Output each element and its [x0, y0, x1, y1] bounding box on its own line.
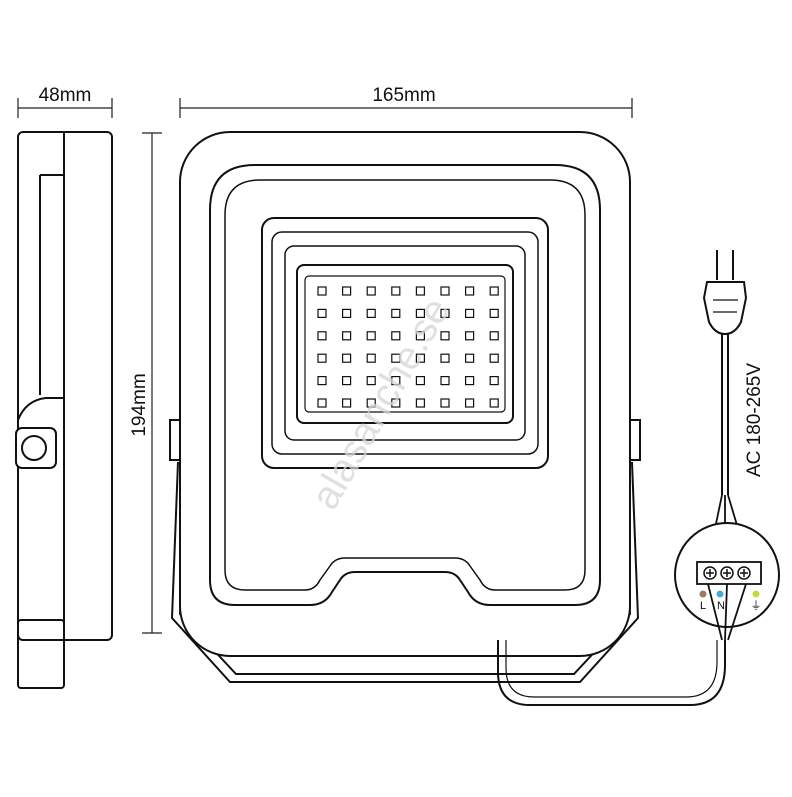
led-chip	[440, 376, 450, 386]
led-chip	[440, 353, 450, 363]
led-chip	[440, 286, 450, 296]
terminal-label-earth: ⏚	[751, 599, 762, 612]
lens-frame-middle	[271, 231, 539, 455]
led-chip	[440, 308, 450, 318]
led-chip	[342, 331, 352, 341]
led-chip	[366, 376, 376, 386]
led-chip	[465, 398, 475, 408]
led-chip	[489, 353, 499, 363]
lens-frame-inner	[284, 245, 526, 441]
led-chip	[366, 308, 376, 318]
led-chip	[366, 286, 376, 296]
power-rating-label: AC 180-265V	[744, 363, 765, 477]
side-view	[17, 131, 113, 689]
led-chip	[317, 308, 327, 318]
led-chip	[465, 353, 475, 363]
led-chip	[342, 308, 352, 318]
led-chip	[317, 286, 327, 296]
led-chip	[342, 353, 352, 363]
height-label: 194mm	[129, 373, 150, 436]
led-chip	[415, 376, 425, 386]
led-chip	[415, 308, 425, 318]
led-chip	[391, 353, 401, 363]
width-dimension	[179, 98, 633, 118]
led-chip	[391, 376, 401, 386]
terminal-dot-live	[699, 590, 707, 598]
led-chip	[440, 398, 450, 408]
terminal-dots	[699, 590, 760, 598]
depth-dimension	[17, 98, 113, 118]
width-label: 165mm	[372, 85, 435, 106]
cord-lower	[707, 583, 747, 641]
led-chip	[391, 308, 401, 318]
side-cable-gland	[15, 427, 57, 469]
led-chip	[465, 331, 475, 341]
power-cable	[497, 640, 726, 706]
terminal-label-live: L	[700, 600, 706, 612]
height-dimension	[142, 132, 162, 634]
terminal-dot-neutral	[716, 590, 724, 598]
led-chip	[317, 398, 327, 408]
led-chip	[342, 286, 352, 296]
led-grid	[317, 286, 499, 408]
housing-outer	[179, 131, 631, 657]
led-chip	[489, 308, 499, 318]
led-chip	[317, 331, 327, 341]
lens-frame-outer	[261, 217, 549, 469]
led-panel	[296, 264, 514, 424]
terminal-dot-earth	[752, 590, 760, 598]
led-chip	[391, 398, 401, 408]
housing-inner-frame-2	[224, 179, 586, 591]
housing-inner-frame	[209, 164, 601, 606]
led-chip	[391, 286, 401, 296]
led-chip	[489, 286, 499, 296]
led-board	[304, 275, 506, 413]
led-chip	[415, 398, 425, 408]
power-plug	[702, 250, 748, 336]
led-chip	[317, 353, 327, 363]
led-chip	[440, 331, 450, 341]
led-chip	[489, 376, 499, 386]
terminal-block	[696, 561, 762, 585]
led-chip	[465, 376, 475, 386]
led-chip	[317, 376, 327, 386]
led-chip	[342, 376, 352, 386]
led-chip	[415, 331, 425, 341]
led-chip	[391, 331, 401, 341]
terminal-label-neutral: N	[717, 600, 725, 612]
terminal-screws	[703, 566, 751, 580]
led-chip	[366, 398, 376, 408]
led-chip	[465, 308, 475, 318]
led-chip	[415, 286, 425, 296]
power-cable-inner	[505, 640, 718, 698]
led-chip	[342, 398, 352, 408]
led-chip	[366, 331, 376, 341]
led-chip	[366, 353, 376, 363]
cord-upper	[721, 334, 729, 495]
led-chip	[465, 286, 475, 296]
led-chip	[415, 353, 425, 363]
led-chip	[489, 398, 499, 408]
depth-label: 48mm	[39, 85, 92, 106]
front-view	[169, 131, 726, 706]
led-chip	[489, 331, 499, 341]
